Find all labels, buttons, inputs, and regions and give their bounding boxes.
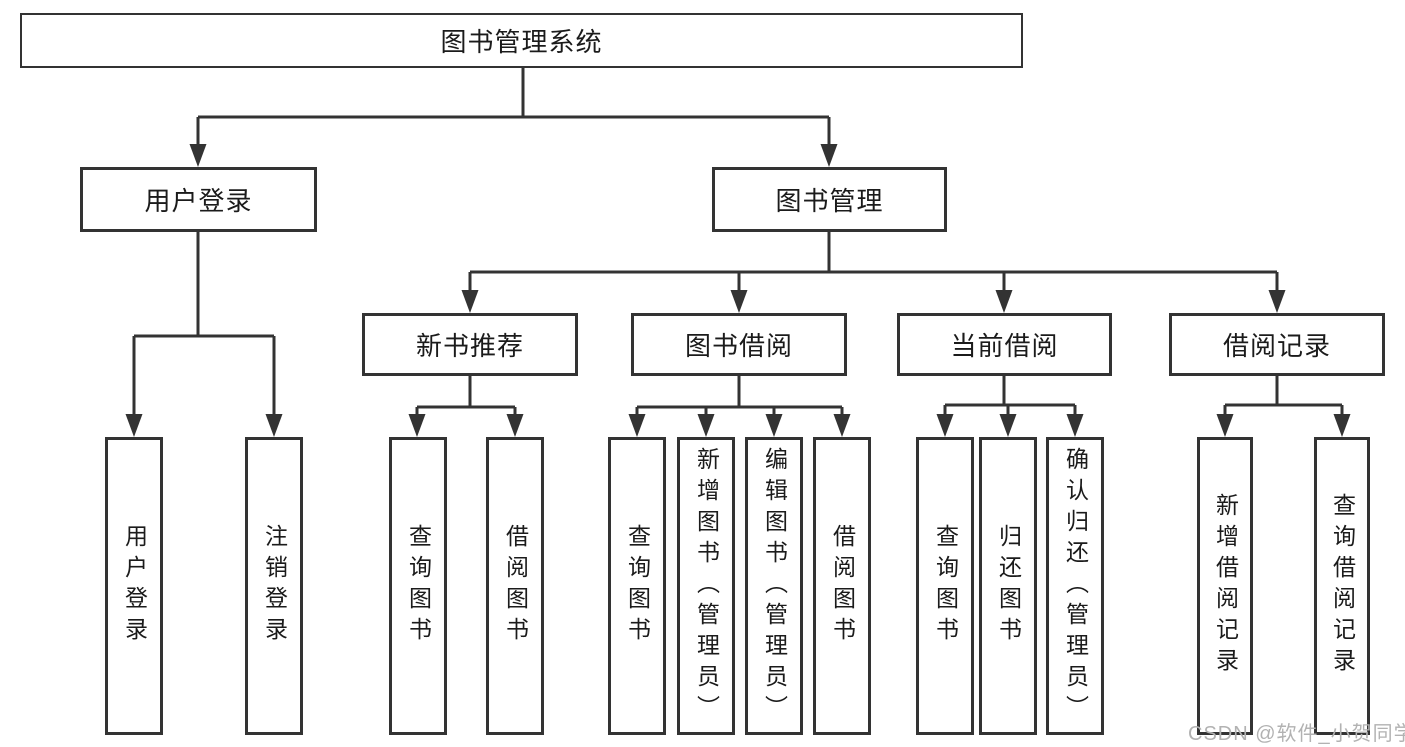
- leaf-current-confirm: 确认归还（管理员）: [1046, 437, 1104, 735]
- leaf-current-return-label: 归还图书: [995, 524, 1022, 648]
- leaf-newbooks-borrow-label: 借阅图书: [502, 524, 529, 648]
- connector-book-mgmt-to-level3: [461, 232, 1286, 313]
- connector-root-to-level2: [189, 68, 838, 167]
- leaf-logout: 注销登录: [245, 437, 303, 735]
- connector-borrow-records-children: [1216, 376, 1351, 437]
- leaf-borrow-borrow: 借阅图书: [813, 437, 871, 735]
- leaf-borrow-query-label: 查询图书: [624, 524, 651, 648]
- node-user-login-label: 用户登录: [144, 186, 253, 216]
- node-root-label: 图书管理系统: [440, 27, 603, 57]
- leaf-borrow-query: 查询图书: [608, 437, 666, 735]
- node-borrow-records: 借阅记录: [1169, 313, 1385, 376]
- node-book-mgmt: 图书管理: [712, 167, 947, 232]
- node-current-borrow-label: 当前借阅: [950, 331, 1059, 361]
- leaf-records-query-label: 查询借阅记录: [1329, 493, 1356, 679]
- connector-current-borrow-children: [936, 376, 1084, 437]
- leaf-borrow-edit-label: 编辑图书（管理员）: [761, 446, 788, 726]
- leaf-user-login-label: 用户登录: [121, 524, 148, 648]
- leaf-records-add: 新增借阅记录: [1197, 437, 1253, 735]
- connector-user-login-children: [125, 232, 283, 437]
- node-book-borrow-label: 图书借阅: [684, 331, 793, 361]
- node-new-books: 新书推荐: [362, 313, 578, 376]
- leaf-records-query: 查询借阅记录: [1314, 437, 1370, 735]
- leaf-logout-label: 注销登录: [261, 524, 288, 648]
- node-root: 图书管理系统: [20, 13, 1023, 68]
- leaf-current-confirm-label: 确认归还（管理员）: [1062, 446, 1089, 726]
- watermark: CSDN @软件_小贺同学: [1188, 723, 1405, 745]
- node-book-borrow: 图书借阅: [631, 313, 847, 376]
- leaf-current-return: 归还图书: [979, 437, 1037, 735]
- leaf-newbooks-borrow: 借阅图书: [486, 437, 544, 735]
- leaf-current-query: 查询图书: [916, 437, 974, 735]
- node-current-borrow: 当前借阅: [897, 313, 1112, 376]
- leaf-borrow-edit: 编辑图书（管理员）: [745, 437, 803, 735]
- leaf-borrow-borrow-label: 借阅图书: [829, 524, 856, 648]
- node-user-login: 用户登录: [80, 167, 317, 232]
- leaf-newbooks-query-label: 查询图书: [405, 524, 432, 648]
- leaf-records-add-label: 新增借阅记录: [1212, 493, 1239, 679]
- leaf-borrow-add: 新增图书（管理员）: [677, 437, 735, 735]
- connector-book-borrow-children: [628, 376, 851, 437]
- node-borrow-records-label: 借阅记录: [1222, 331, 1331, 361]
- leaf-current-query-label: 查询图书: [932, 524, 959, 648]
- leaf-borrow-add-label: 新增图书（管理员）: [693, 446, 720, 726]
- node-book-mgmt-label: 图书管理: [775, 186, 884, 216]
- leaf-user-login: 用户登录: [105, 437, 163, 735]
- connector-new-books-children: [408, 376, 524, 437]
- leaf-newbooks-query: 查询图书: [389, 437, 447, 735]
- node-new-books-label: 新书推荐: [415, 331, 524, 361]
